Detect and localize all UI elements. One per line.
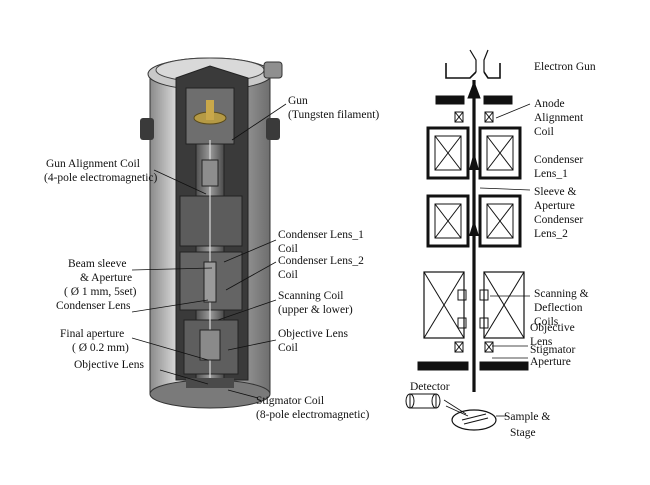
label-stigmator-coil: Stigmator Coil bbox=[256, 395, 324, 407]
label-final-aperture: Final aperture bbox=[60, 328, 124, 340]
label-objective-lens-coil: Objective Lens bbox=[278, 328, 348, 340]
label-coil-1: Coil bbox=[278, 243, 298, 255]
label-scanning-sub: (upper & lower) bbox=[278, 304, 353, 316]
label-gun-alignment-sub: (4-pole electromagnetic) bbox=[44, 172, 158, 184]
detector-icon bbox=[405, 393, 441, 409]
electron-gun-shape bbox=[445, 63, 477, 79]
sample-stage-icon bbox=[451, 409, 497, 431]
right-labels: Electron Gun Anode Alignment Coil Conden… bbox=[410, 61, 596, 439]
label-stigmator-sub: (8-pole electromagnetic) bbox=[256, 409, 370, 421]
left-leader-lines bbox=[131, 103, 287, 399]
label-anode: Anode bbox=[534, 98, 565, 110]
left-labels: Gun (Tungsten filament) Gun Alignment Co… bbox=[44, 95, 379, 421]
label-stigmator: Stigmator bbox=[530, 344, 576, 356]
schematic-diagram bbox=[405, 49, 531, 431]
label-objective-lens: Objective Lens bbox=[74, 359, 144, 371]
label-condenser-lens-1: Condenser Lens_1 bbox=[278, 229, 364, 241]
label-condenser-2b: Lens_2 bbox=[534, 228, 568, 240]
label-scanning-coil: Scanning Coil bbox=[278, 290, 344, 302]
label-beam-sleeve-aperture: & Aperture bbox=[80, 272, 132, 284]
label-stage: Stage bbox=[510, 427, 536, 439]
label-alignment-coil: Coil bbox=[534, 126, 554, 138]
label-gun-sub: (Tungsten filament) bbox=[288, 109, 379, 121]
label-aperture-2: Aperture bbox=[530, 356, 571, 368]
label-condenser-lens-2: Condenser Lens_2 bbox=[278, 255, 364, 267]
label-sleeve: Sleeve & bbox=[534, 186, 577, 198]
label-gun: Gun bbox=[288, 95, 308, 107]
label-condenser-1b: Lens_1 bbox=[534, 168, 568, 180]
label-condenser-lens: Condenser Lens bbox=[56, 300, 131, 312]
label-aperture: Aperture bbox=[534, 200, 575, 212]
label-condenser-2a: Condenser bbox=[534, 214, 583, 226]
label-sample: Sample & bbox=[504, 411, 550, 423]
label-electron-gun: Electron Gun bbox=[534, 61, 596, 73]
label-objective-coil: Coil bbox=[278, 342, 298, 354]
label-alignment: Alignment bbox=[534, 112, 584, 124]
label-lens: Lens bbox=[530, 336, 553, 348]
label-deflection: Deflection bbox=[534, 302, 583, 314]
label-coil-2: Coil bbox=[278, 269, 298, 281]
label-condenser-1a: Condenser bbox=[534, 154, 583, 166]
label-beam-sleeve-sub: ( Ø 1 mm, 5set) bbox=[64, 286, 137, 298]
label-coils: Coils bbox=[534, 316, 559, 328]
label-beam-sleeve: Beam sleeve bbox=[68, 258, 126, 270]
label-final-aperture-sub: ( Ø 0.2 mm) bbox=[72, 342, 129, 354]
column-cutaway-illustration bbox=[140, 57, 283, 409]
label-scanning: Scanning & bbox=[534, 288, 589, 300]
label-gun-alignment-coil: Gun Alignment Coil bbox=[46, 158, 140, 170]
label-objective: Objective bbox=[530, 322, 575, 334]
label-detector: Detector bbox=[410, 381, 450, 393]
